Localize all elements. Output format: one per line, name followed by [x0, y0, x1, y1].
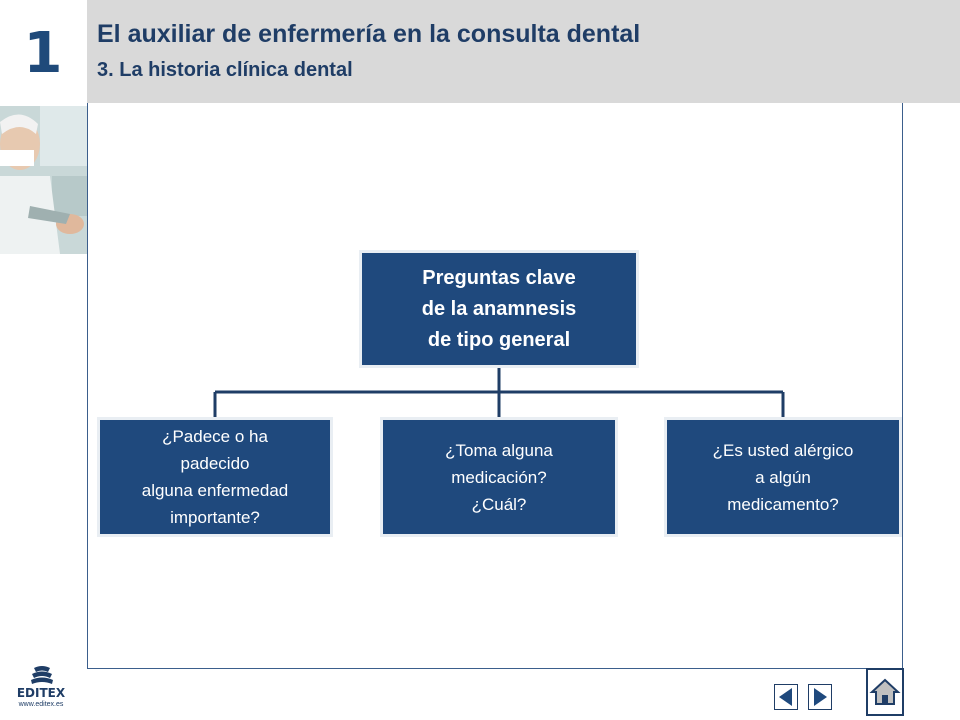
logo-text: EDITEX [16, 686, 66, 700]
diagram-root-label: Preguntas clave de la anamnesis de tipo … [421, 266, 577, 351]
diagram-child-node-1: ¿Padece o ha padecido alguna enfermedad … [97, 417, 333, 537]
section-subtitle: 3. La historia clínica dental [97, 59, 353, 81]
next-button[interactable] [808, 684, 832, 710]
diagram-child-label-1: ¿Padece o ha padecido alguna enfermedad … [141, 427, 289, 527]
triangle-left-icon [779, 688, 792, 706]
home-button[interactable] [866, 668, 904, 716]
diagram-child-label-3: ¿Es usted alérgico a algún medicamento? [712, 440, 854, 514]
triangle-right-icon [814, 688, 827, 706]
diagram-root-node: Preguntas clave de la anamnesis de tipo … [359, 250, 639, 368]
chapter-number: 1 [23, 21, 63, 86]
page-title: El auxiliar de enfermería en la consulta… [97, 20, 641, 48]
logo-url: www.editex.es [18, 701, 64, 708]
dentist-photo-illustration [0, 106, 87, 254]
editex-logo: EDITEX www.editex.es [12, 664, 70, 714]
header-band [87, 0, 960, 103]
prev-button[interactable] [774, 684, 798, 710]
dentist-photo [0, 106, 87, 254]
editex-logo-icon [31, 666, 53, 684]
house-icon [869, 678, 901, 705]
diagram-child-node-3: ¿Es usted alérgico a algún medicamento? [664, 417, 902, 537]
content-frame [87, 103, 903, 669]
diagram-child-node-2: ¿Toma alguna medicación? ¿Cuál? [380, 417, 618, 537]
diagram-child-label-2: ¿Toma alguna medicación? ¿Cuál? [445, 440, 553, 514]
